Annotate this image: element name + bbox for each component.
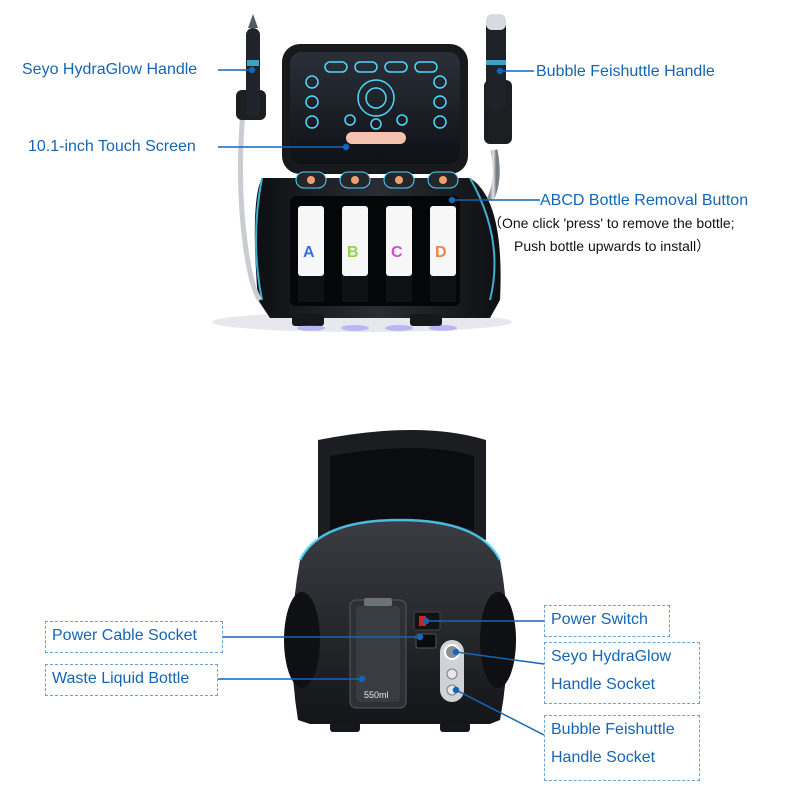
label-waste-liquid-bottle: Waste Liquid Bottle [52,670,190,687]
label-box-hydraglow-socket: Seyo HydraGlow Handle Socket [544,642,700,704]
note-bottle-remove: （One click 'press' to remove the bottle; [488,215,735,231]
note-bottle-install: Push bottle upwards to install） [514,238,711,254]
label-feishuttle-socket-line2: Handle Socket [551,749,656,766]
label-seyo-hydraglow-handle: Seyo HydraGlow Handle [22,61,198,78]
bottle-letter-b: B [347,244,359,261]
label-power-cable-socket: Power Cable Socket [52,627,197,644]
back-device [284,430,516,732]
waste-bottle-volume: 550ml [364,690,389,700]
bottle-letter-d: D [435,244,447,261]
label-feishuttle-socket-line1: Bubble Feishuttle [551,721,675,738]
label-box-power-cable-socket: Power Cable Socket [45,621,223,653]
label-hydraglow-socket-line2: Handle Socket [551,676,656,693]
label-power-switch: Power Switch [551,611,648,628]
label-box-feishuttle-socket: Bubble Feishuttle Handle Socket [544,715,700,781]
label-bottle-removal-button: ABCD Bottle Removal Button [540,192,749,209]
label-touch-screen: 10.1-inch Touch Screen [28,138,196,155]
front-device [212,14,512,332]
bottle-letter-a: A [303,244,315,261]
label-bubble-feishuttle-handle: Bubble Feishuttle Handle [536,63,715,80]
label-hydraglow-socket-line1: Seyo HydraGlow [551,648,672,665]
label-box-waste-liquid-bottle: Waste Liquid Bottle [45,664,218,696]
bottle-letter-c: C [391,244,403,261]
label-box-power-switch: Power Switch [544,605,670,637]
